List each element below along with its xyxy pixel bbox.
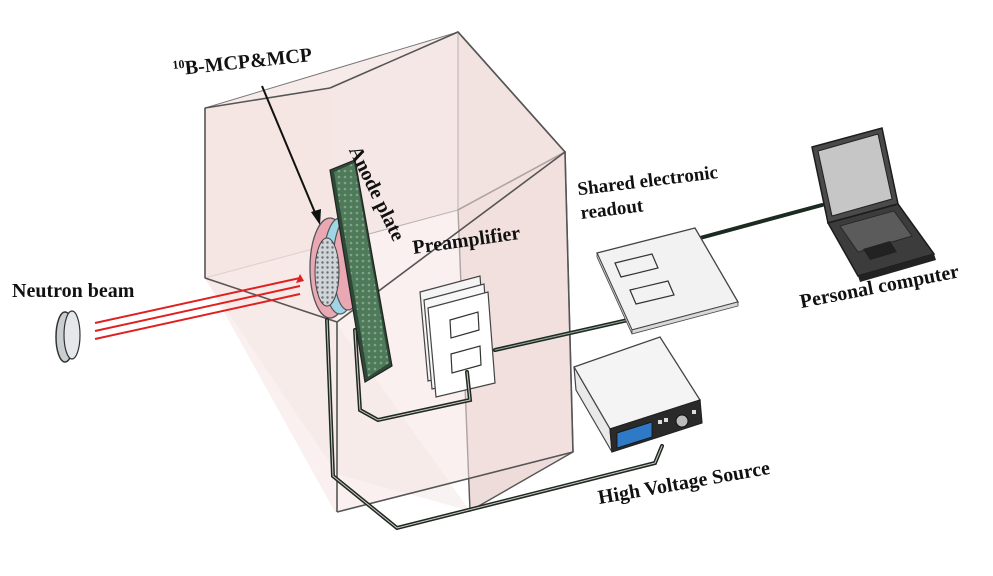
anode-plate bbox=[329, 159, 393, 383]
neutron-source-disk bbox=[55, 310, 81, 363]
preamplifier bbox=[419, 275, 496, 398]
neutron-beam bbox=[94, 274, 304, 340]
neutron-beam-label: Neutron beam bbox=[12, 280, 135, 302]
vacuum-chamber bbox=[204, 31, 574, 513]
cables bbox=[325, 203, 824, 531]
high-voltage-source bbox=[573, 336, 703, 453]
personal-computer-laptop bbox=[811, 127, 936, 282]
shared-readout-board bbox=[596, 227, 739, 335]
mcp-pointer-arrow bbox=[261, 85, 321, 225]
